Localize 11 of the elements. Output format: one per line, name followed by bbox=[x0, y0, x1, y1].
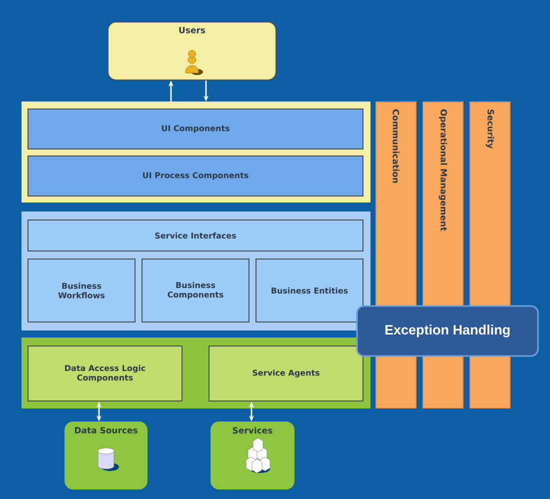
component-box: Service Agents bbox=[208, 346, 364, 402]
users-box: Users bbox=[108, 22, 276, 80]
component-box: UI Components bbox=[28, 108, 364, 150]
component-box: Business Components bbox=[142, 258, 250, 322]
source-box: Data Sources bbox=[64, 422, 148, 490]
component-box: Service Interfaces bbox=[28, 220, 364, 252]
component-box: UI Process Components bbox=[28, 156, 364, 196]
component-box: Business Workflows bbox=[28, 258, 136, 322]
component-box: Business Entities bbox=[256, 258, 364, 322]
exception-banner: Exception Handling bbox=[356, 305, 539, 357]
component-box: Data Access Logic Components bbox=[28, 346, 182, 402]
